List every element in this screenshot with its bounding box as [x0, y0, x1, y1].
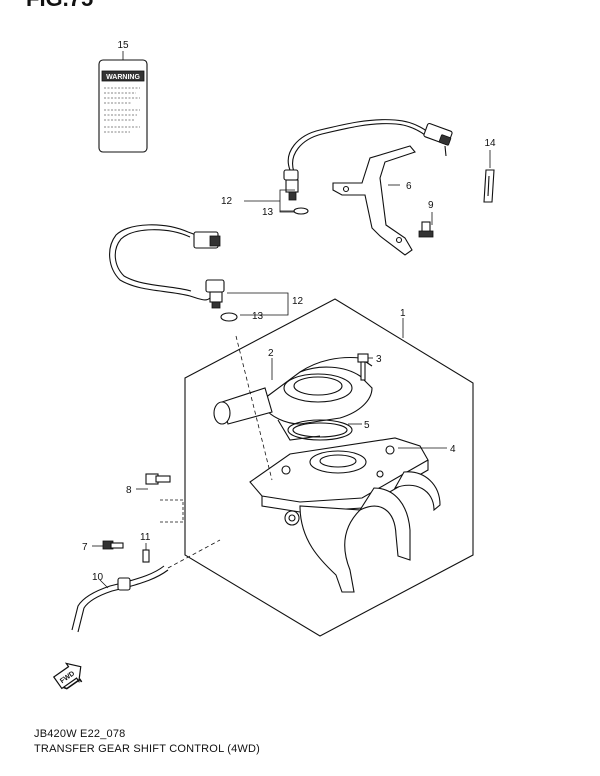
clip-part-11: [142, 549, 150, 563]
actuator-motor-part: [213, 357, 373, 441]
leader-lines: [92, 150, 491, 589]
bolt-part-7: [102, 540, 124, 550]
callout-15: 15: [117, 40, 129, 51]
bolt-part-8: [145, 473, 171, 485]
diagram-code: JB420W E22_078: [34, 728, 126, 740]
callout-14: 14: [484, 138, 496, 149]
warning-label-part: WARNING: [98, 51, 148, 153]
upper-switch-harness: [283, 119, 453, 215]
front-direction-arrow-icon: FWD: [52, 662, 83, 690]
lower-switch-harness: [109, 224, 238, 322]
callout-12a: 12: [221, 196, 233, 207]
callout-9: 9: [428, 200, 434, 211]
bracket-part: [332, 145, 416, 256]
callout-8: 8: [126, 485, 132, 496]
bolt-part-upper: [418, 221, 434, 238]
callout-6: 6: [406, 181, 412, 192]
callout-2: 2: [268, 348, 274, 359]
callout-4: 4: [450, 444, 456, 455]
callout-11: 11: [140, 532, 151, 543]
callout-5: 5: [364, 420, 370, 431]
callout-12b: 12: [292, 296, 304, 307]
gasket-part: [287, 419, 353, 441]
callout-1: 1: [400, 308, 406, 319]
callout-7: 7: [82, 542, 88, 553]
assembly-boundary: [184, 298, 474, 637]
clip-part: [483, 169, 495, 203]
callout-3: 3: [376, 354, 382, 365]
callout-13b: 13: [252, 311, 264, 322]
warning-label-text: WARNING: [106, 74, 140, 81]
shift-case-part: [249, 437, 429, 513]
callout-numbers: 15 14 6 12 9 13 12 13 1 2 3 5 4 8 11 7 1…: [82, 40, 496, 583]
breather-hose-part: [71, 565, 169, 633]
figure-label: FIG.75: [26, 0, 93, 11]
callout-13a: 13: [262, 207, 274, 218]
callout-10: 10: [92, 572, 104, 583]
diagram-caption: TRANSFER GEAR SHIFT CONTROL (4WD): [34, 743, 260, 755]
shift-forks-part: [284, 471, 441, 593]
